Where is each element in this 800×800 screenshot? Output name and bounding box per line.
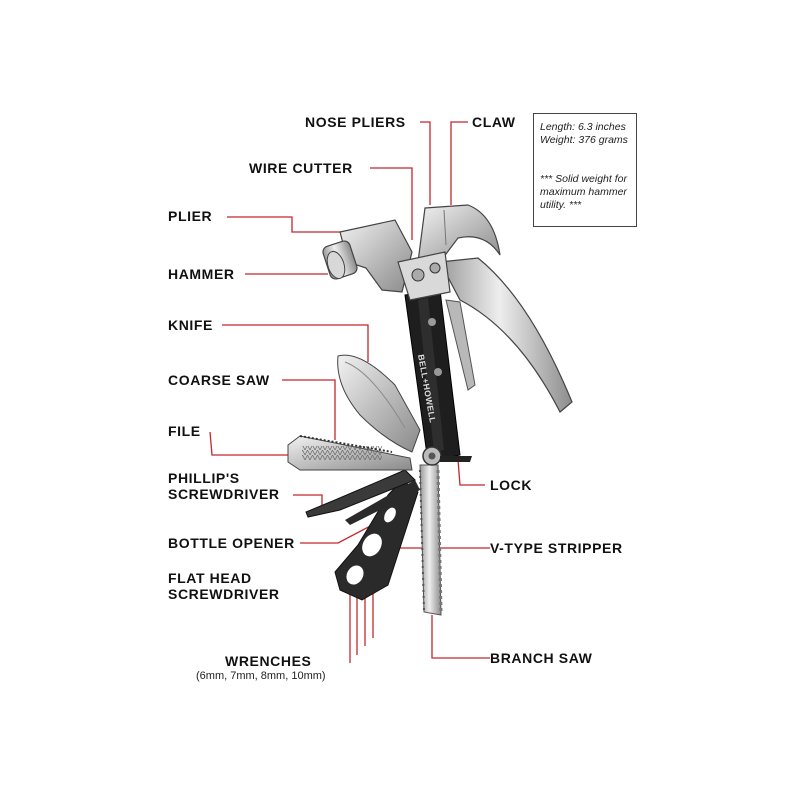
leader-knife — [222, 324, 369, 362]
leader-wire-cutter — [370, 167, 413, 240]
label-branch-saw: BRANCH SAW — [490, 650, 593, 666]
pliers-joint — [397, 251, 451, 301]
phillips-screwdriver-blade — [305, 469, 420, 525]
hammer-head — [322, 219, 413, 293]
leader-file — [209, 431, 300, 456]
label-flat-head-line1: FLAT HEAD — [168, 570, 252, 586]
leader-branch-saw — [431, 615, 490, 659]
pliers-handle — [439, 257, 573, 413]
main-handle: BELL+HOWELL — [404, 289, 472, 466]
label-file: FILE — [168, 423, 201, 439]
leader-claw — [450, 121, 468, 205]
label-bottle-opener: BOTTLE OPENER — [168, 535, 295, 551]
file-blade — [287, 435, 413, 471]
label-nose-pliers: NOSE PLIERS — [305, 114, 406, 130]
label-wire-cutter: WIRE CUTTER — [249, 160, 353, 176]
leader-coarse-saw — [282, 379, 336, 440]
label-v-type-stripper: V-TYPE STRIPPER — [490, 540, 623, 556]
spec-box: Length: 6.3 inches Weight: 376 grams ***… — [533, 113, 637, 227]
label-claw: CLAW — [472, 114, 516, 130]
label-knife: KNIFE — [168, 317, 213, 333]
spec-note: *** Solid weight for maximum hammer util… — [540, 173, 627, 211]
label-lock: LOCK — [490, 477, 533, 493]
knife-blade — [337, 354, 421, 453]
leader-lock — [457, 459, 485, 486]
leader-nose-pliers — [420, 121, 431, 205]
label-phillips-line2: SCREWDRIVER — [168, 486, 280, 502]
wrench-tool — [334, 479, 419, 601]
branch-saw-blade — [419, 464, 443, 616]
label-plier: PLIER — [168, 208, 213, 224]
label-wrench-sizes: (6mm, 7mm, 8mm, 10mm) — [196, 670, 326, 682]
claw — [417, 204, 501, 263]
label-coarse-saw: COARSE SAW — [168, 372, 270, 388]
spec-length: Length: 6.3 inches — [540, 121, 626, 133]
leader-v-type-stripper — [399, 522, 490, 549]
spec-weight: Weight: 376 grams — [540, 134, 628, 146]
leader-phillips — [293, 494, 323, 505]
leader-plier — [227, 216, 343, 233]
label-hammer: HAMMER — [168, 266, 235, 282]
label-wrenches: WRENCHES — [225, 653, 312, 669]
label-phillips-line1: PHILLIP'S — [168, 470, 240, 486]
label-flat-head-line2: SCREWDRIVER — [168, 586, 280, 602]
